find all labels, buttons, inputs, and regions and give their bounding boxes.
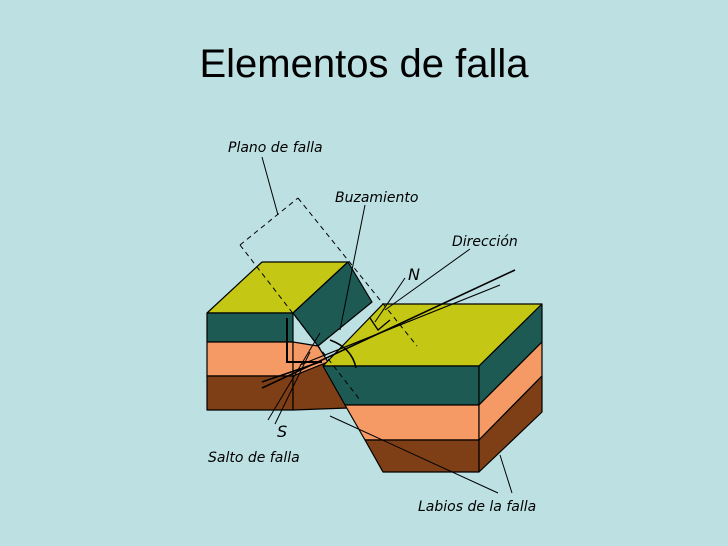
measurement-lines (261, 269, 516, 389)
strike-angle-arc (369, 317, 391, 331)
left-block-layer-orange (206, 341, 294, 377)
left-block-layer-dark-green (206, 312, 294, 343)
slide-title: Elementos de falla (199, 42, 529, 86)
left-block-layer-brown (206, 375, 294, 411)
label-plano-de-falla: Plano de falla (228, 140, 323, 156)
right-block-layer-dark-green (322, 365, 480, 406)
leader-lines (261, 156, 513, 494)
label-salto-de-falla: Salto de falla (208, 450, 300, 466)
fault-plane-outline (239, 197, 418, 401)
label-direccion: Dirección (452, 234, 518, 250)
right-block-layer-orange (344, 404, 480, 441)
label-south: S (277, 422, 287, 441)
left-block-fault-face-green (292, 261, 373, 347)
label-labios-de-la-falla: Labios de la falla (418, 499, 536, 515)
right-angle-marker (286, 318, 322, 363)
left-fault-block (206, 261, 373, 411)
dip-angle-arc (329, 339, 357, 369)
right-block-layer-brown (364, 439, 480, 473)
right-block-side-brown (478, 375, 543, 473)
label-buzamiento: Buzamiento (335, 190, 418, 206)
north-line (299, 284, 501, 366)
label-north: N (408, 265, 420, 284)
right-fault-block (322, 303, 543, 473)
